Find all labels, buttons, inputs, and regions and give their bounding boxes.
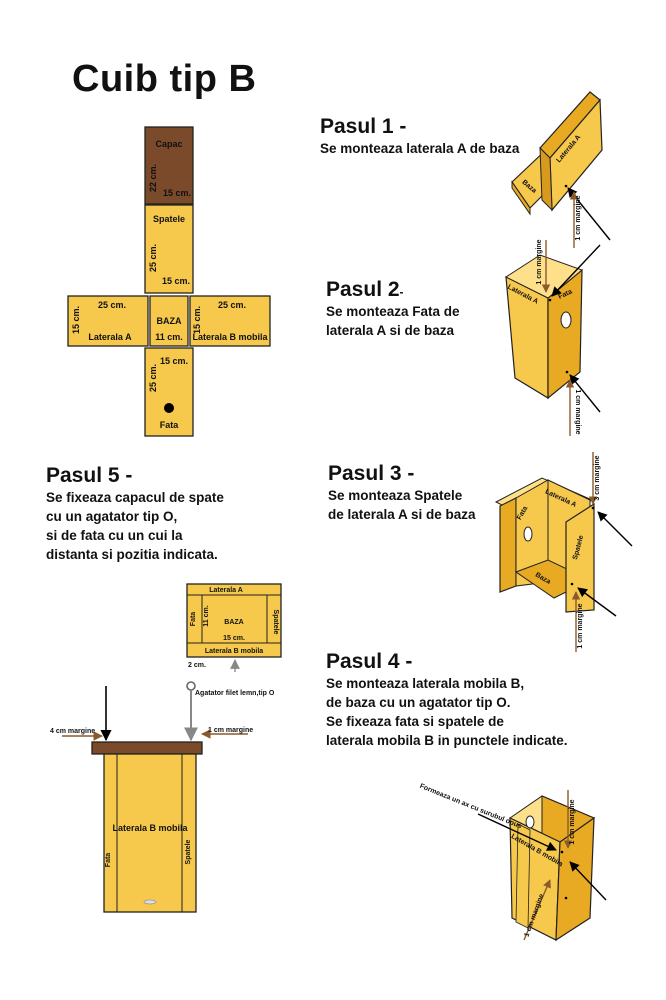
step-3: Pasul 3 - Se monteaza Spatele de lateral… (328, 462, 476, 524)
s4-margin-side-label: 1 cm margine (569, 799, 576, 844)
net-baza-width: 11 cm. (155, 332, 183, 342)
s2-margin-top-label: 1 cm margine (536, 239, 543, 284)
step-4-text-line: Se monteaza laterala mobila B, (326, 676, 525, 691)
step-1-heading: Pasul 1 - (320, 115, 407, 138)
step-4-text-line: Se fixeaza fata si spatele de (326, 714, 504, 729)
s5-top-spatele: Spatele (272, 610, 279, 635)
step-3-text-line: Se monteaza Spatele (328, 488, 463, 503)
step-4-illustration: Laterala B mobila Formeaza un ax cu suru… (419, 783, 607, 942)
net-laterala-a-height: 15 cm. (71, 306, 81, 334)
s2-entrance-hole-icon (560, 311, 572, 329)
step-5-text-line: distanta si pozitia indicata. (46, 547, 218, 562)
s5-margin-left-label: 4 cm margine (50, 728, 95, 735)
entrance-hole-icon (164, 403, 174, 413)
step-2-illustration: Laterala A Fata 1 cm margine 1 cm margin… (504, 239, 601, 436)
net-laterala-b-panel (189, 295, 271, 347)
step-4-heading: Pasul 4 - (326, 650, 413, 673)
step-5: Pasul 5 - Se fixeaza capacul de spate cu… (46, 464, 224, 564)
net-capac-height: 22 cm. (148, 164, 158, 192)
s5-margin-right-label: 1 cm margine (208, 727, 253, 734)
net-baza-label: BAZA (157, 316, 182, 326)
step-5-heading: Pasul 5 - (46, 464, 133, 487)
net-fata-width: 15 cm. (160, 356, 188, 366)
step-3-illustration: Fata Laterala A Spatele Baza 3 cm margin… (494, 452, 633, 652)
step-1: Pasul 1 - Se monteaza laterala A de baza (320, 115, 519, 158)
s3-margin-top-label: 3 cm margine (594, 455, 601, 500)
step-5-text-line: cu un agatator tip O, (46, 509, 178, 524)
net-laterala-b-label: Laterala B mobila (192, 332, 268, 342)
step-2-heading: Pasul 2 (326, 278, 400, 301)
s5-laterala-b-label: Laterala B mobila (112, 823, 188, 833)
net-fata-height: 25 cm. (148, 364, 158, 392)
s5-top-15cm: 15 cm. (223, 635, 245, 642)
step-4: Pasul 4 - Se monteaza laterala mobila B,… (326, 650, 568, 750)
net-fata-label: Fata (160, 420, 180, 430)
net-capac-label: Capac (155, 139, 182, 149)
net-laterala-a-width: 25 cm. (98, 300, 126, 310)
s5-lid (91, 741, 203, 755)
step-4-text-line: laterala mobila B in punctele indicate. (326, 733, 568, 748)
net-laterala-a-label: Laterala A (88, 332, 132, 342)
s5-spatele-label: Spatele (185, 839, 192, 864)
step-1-text-line: Se monteaza laterala A de baza (320, 141, 520, 156)
net-spatele-height: 25 cm. (148, 244, 158, 272)
net-spatele-width: 15 cm. (162, 276, 190, 286)
net-capac-width: 15 cm. (163, 188, 191, 198)
s1-margin-label: 1 cm margine (575, 195, 582, 240)
step-5-text-line: Se fixeaza capacul de spate (46, 490, 224, 505)
s4-formeaza-label: Formeaza un ax cu surubul opus (419, 783, 523, 830)
step-1-illustration: Laterala A Baza 1 cm margine (511, 91, 611, 248)
step-3-heading: Pasul 3 - (328, 462, 415, 485)
net-capac-panel (144, 126, 194, 205)
step-4-text-line: de baza cu un agatator tip O. (326, 695, 511, 710)
net-laterala-b-width: 25 cm. (218, 300, 246, 310)
hanger-o-icon (186, 681, 196, 691)
s5-top-laterala-b: Laterala B mobila (205, 648, 263, 655)
s5-agatator-label: Agatator filet lemn,tip O (195, 690, 275, 697)
s3-margin-bottom-label: 1 cm margine (577, 603, 584, 648)
step-2: Pasul 2- Se monteaza Fata de laterala A … (326, 278, 460, 340)
step-5-top-view: Laterala A Fata 11 cm. BAZA Spatele 15 c… (186, 583, 282, 672)
net-spatele-label: Spatele (153, 214, 185, 224)
s5-top-outer (186, 583, 282, 658)
step-2-dash: - (399, 285, 404, 299)
step-5-side-view: Agatator filet lemn,tip O 4 cm margine 1… (50, 681, 275, 913)
s5-fata-label: Fata (105, 853, 112, 868)
s5-top-11cm: 11 cm. (203, 605, 210, 626)
page-title: Cuib tip B (72, 58, 257, 100)
net-baza-panel (149, 295, 189, 347)
step-3-text-line: de laterala A si de baza (328, 507, 476, 522)
s2-margin-bottom-label: 1 cm margine (574, 389, 581, 434)
s5-top-fata: Fata (190, 612, 197, 627)
net-laterala-a-panel (67, 295, 149, 347)
step-2-text-line: laterala A si de baza (326, 323, 455, 338)
net-laterala-b-height: 15 cm. (192, 306, 202, 334)
s5-top-2cm: 2 cm. (188, 662, 206, 669)
net-spatele-panel (144, 204, 194, 294)
step-2-text-line: Se monteaza Fata de (326, 304, 460, 319)
net-fata-panel (144, 347, 194, 437)
s5-body (103, 753, 197, 913)
s5-top-baza: BAZA (224, 619, 243, 626)
unfolded-net: Capac 22 cm. 15 cm. Spatele 25 cm. 15 cm… (67, 126, 271, 437)
s5-top-laterala-a: Laterala A (209, 587, 243, 594)
step-5-text-line: si de fata cu un cui la (46, 528, 183, 543)
